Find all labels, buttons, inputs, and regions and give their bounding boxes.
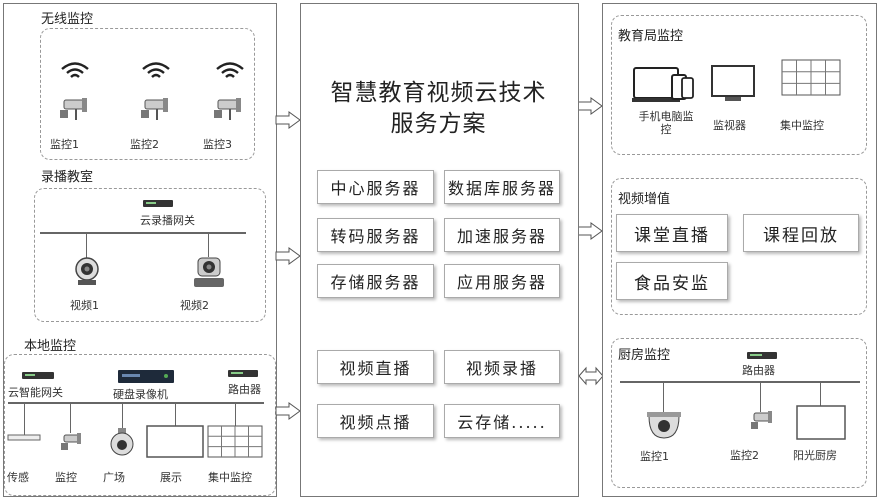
value-item-class-live: 课堂直播 xyxy=(616,214,728,252)
kitchen-item-label-2: 监控2 xyxy=(730,449,759,462)
dome-camera-icon xyxy=(110,428,134,456)
gateway-icon xyxy=(143,200,173,207)
local-item-label-5: 集中监控 xyxy=(208,471,252,484)
local-network-line xyxy=(8,402,264,404)
classroom-line-2 xyxy=(208,233,209,257)
wireless-camera-label-2: 监控2 xyxy=(130,138,159,151)
nvr-icon xyxy=(118,370,174,383)
value-item-food-safety: 食品安监 xyxy=(616,262,728,300)
value-title: 视频增值 xyxy=(618,192,671,207)
arrow-right-icon xyxy=(577,222,603,240)
server-box-storage: 存储服务器 xyxy=(317,264,434,298)
router-icon xyxy=(747,352,777,359)
monitor-icon xyxy=(711,65,755,101)
kitchen-line-1 xyxy=(663,382,664,412)
kitchen-item-label-3: 阳光厨房 xyxy=(793,449,837,462)
arrow-right-icon xyxy=(577,97,603,115)
camera-icon xyxy=(61,433,81,450)
local-line-3 xyxy=(122,403,123,429)
classroom-gateway-label: 云录播网关 xyxy=(140,214,195,227)
display-icon xyxy=(796,405,846,440)
kitchen-network-line xyxy=(620,381,860,383)
local-item-label-1: 传感 xyxy=(7,471,29,484)
video-wall-icon xyxy=(207,425,263,458)
kitchen-line-3 xyxy=(820,382,821,406)
bureau-device-label-3: 集中监控 xyxy=(780,119,824,132)
local-item-label-4: 展示 xyxy=(160,471,182,484)
service-box-live: 视频直播 xyxy=(317,350,434,384)
camera-icon xyxy=(751,411,772,429)
bureau-title: 教育局监控 xyxy=(618,29,684,44)
bureau-device-label-2: 监视器 xyxy=(713,119,746,132)
ptz-camera-icon xyxy=(194,257,224,287)
service-box-cloud-storage: 云存储..... xyxy=(444,404,560,438)
camera-icon xyxy=(214,98,241,120)
local-gateway-label: 云智能网关 xyxy=(8,386,63,399)
main-title-line-2: 服务方案 xyxy=(390,111,487,137)
dome-camera-icon xyxy=(647,412,681,439)
classroom-network-line xyxy=(40,232,246,234)
arrow-right-icon xyxy=(275,247,301,265)
local-line-5 xyxy=(235,403,236,427)
classroom-title: 录播教室 xyxy=(41,170,94,185)
sensor-icon xyxy=(7,434,41,441)
server-box-center: 中心服务器 xyxy=(317,170,434,204)
classroom-box xyxy=(34,188,266,322)
video-wall-icon xyxy=(781,59,841,96)
wireless-box xyxy=(40,28,255,160)
phone-computer-icon xyxy=(632,67,694,102)
classroom-video-label-1: 视频1 xyxy=(70,299,99,312)
server-box-acceleration: 加速服务器 xyxy=(444,218,560,252)
display-icon xyxy=(146,425,204,458)
classroom-line-1 xyxy=(86,233,87,258)
main-title-line-1: 智慧教育视频云技术 xyxy=(330,80,547,106)
kitchen-item-label-1: 监控1 xyxy=(640,450,669,463)
camera-icon xyxy=(141,98,168,120)
local-item-label-3: 广场 xyxy=(103,471,125,484)
service-box-vod: 视频点播 xyxy=(317,404,434,438)
kitchen-line-2 xyxy=(760,382,761,412)
gateway-icon xyxy=(22,372,54,379)
classroom-video-label-2: 视频2 xyxy=(180,299,209,312)
server-box-application: 应用服务器 xyxy=(444,264,560,298)
local-item-label-2: 监控 xyxy=(55,471,77,484)
local-nvr-label: 硬盘录像机 xyxy=(113,388,168,401)
ptz-camera-icon xyxy=(75,257,99,285)
local-title: 本地监控 xyxy=(24,339,77,354)
wireless-title: 无线监控 xyxy=(41,12,94,27)
local-router-label: 路由器 xyxy=(228,383,261,396)
main-title: 智慧教育视频云技术 服务方案 xyxy=(300,78,577,140)
server-box-database: 数据库服务器 xyxy=(444,170,560,204)
local-line-1 xyxy=(24,403,25,436)
wifi-icon xyxy=(61,62,89,78)
local-line-4 xyxy=(175,403,176,427)
service-box-recording: 视频录播 xyxy=(444,350,560,384)
camera-icon xyxy=(60,98,87,120)
local-line-2 xyxy=(70,403,71,433)
wireless-camera-label-1: 监控1 xyxy=(50,138,79,151)
kitchen-title: 厨房监控 xyxy=(618,348,671,363)
wireless-camera-label-3: 监控3 xyxy=(203,138,232,151)
kitchen-router-label: 路由器 xyxy=(742,364,775,377)
bureau-device-label-1: 手机电脑监控 xyxy=(638,110,694,136)
value-item-course-replay: 课程回放 xyxy=(743,214,859,252)
arrow-right-icon xyxy=(275,111,301,129)
server-box-transcode: 转码服务器 xyxy=(317,218,434,252)
wifi-icon xyxy=(216,62,244,78)
wifi-icon xyxy=(142,62,170,78)
router-icon xyxy=(228,370,258,377)
arrow-right-icon xyxy=(275,402,301,420)
double-arrow-icon xyxy=(578,366,604,386)
